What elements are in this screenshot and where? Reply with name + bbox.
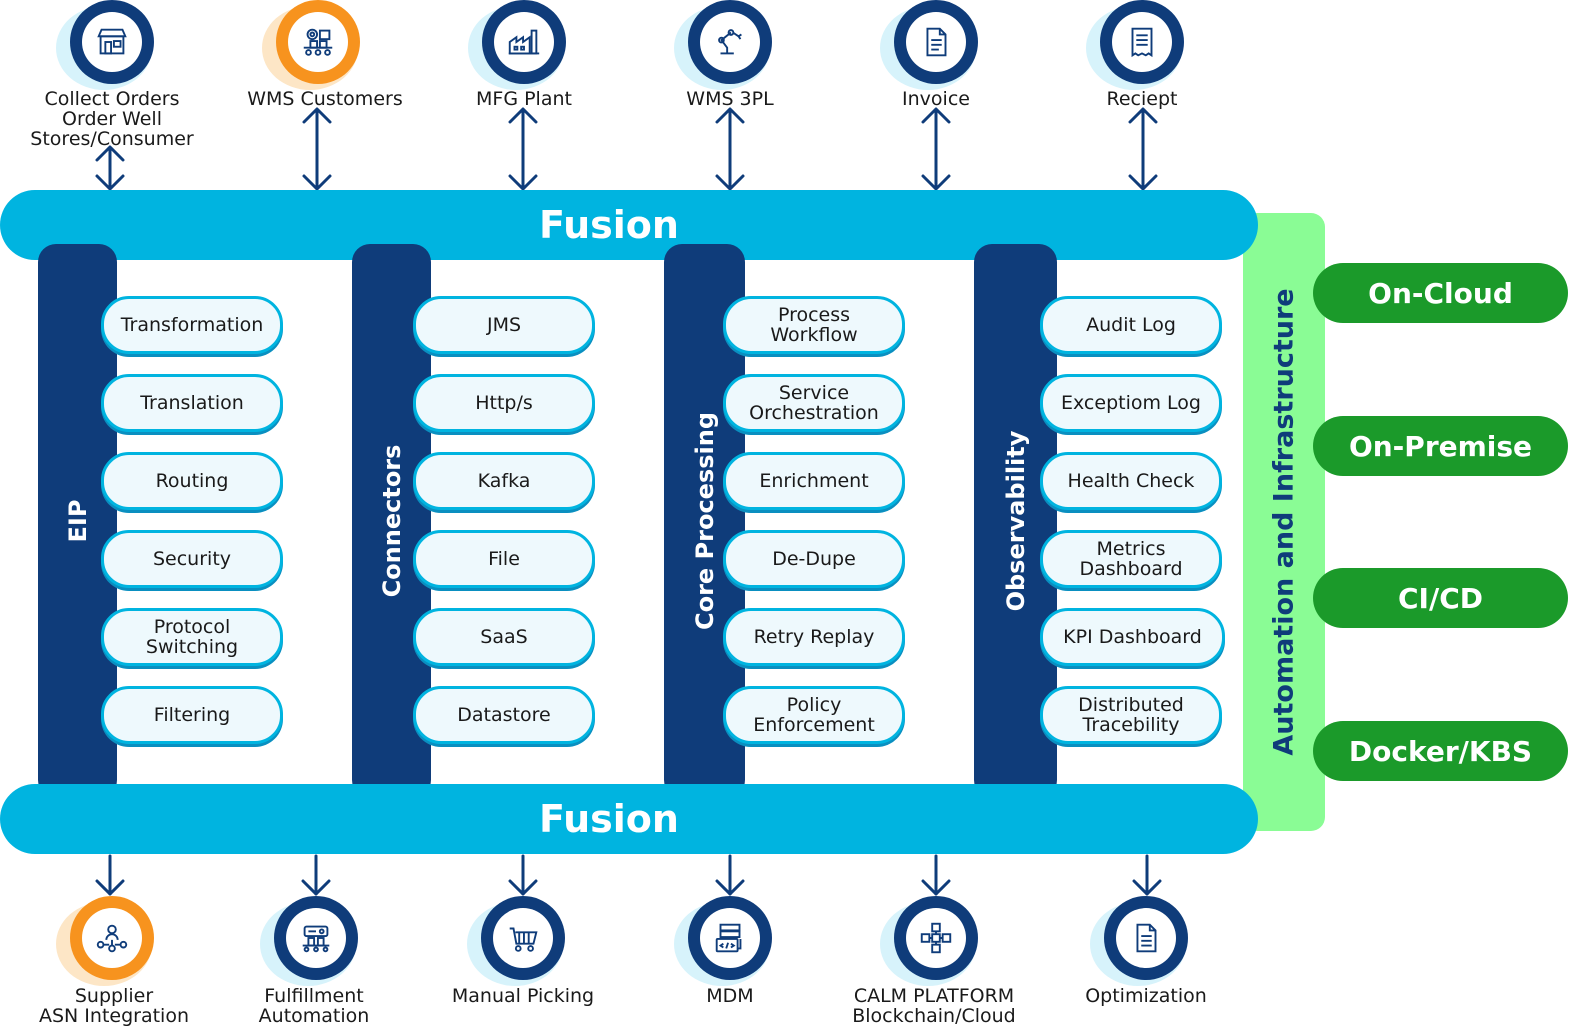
- top-node-label: Invoice: [902, 88, 970, 110]
- eip-item: Filtering: [101, 686, 283, 744]
- column-title: Core Processing: [690, 411, 719, 631]
- bottom-node-fulfillment: [260, 896, 370, 992]
- core-processing-item: Enrichment: [723, 452, 905, 510]
- robot-arm-icon: [700, 12, 760, 72]
- bottom-node-mdm: [674, 896, 784, 992]
- double-arrow-icon: [508, 107, 538, 191]
- observability-item: Distributed Tracebility: [1040, 686, 1222, 744]
- observability-item: KPI Dashboard: [1040, 608, 1225, 666]
- down-arrow-icon: [508, 854, 538, 896]
- eip-item: Routing: [101, 452, 283, 510]
- top-node-label: Collect Orders Order Well Stores/Consume…: [30, 88, 194, 150]
- invoice-document-icon: [906, 12, 966, 72]
- supplier-network-icon: [82, 908, 142, 968]
- factory-icon: [494, 12, 554, 72]
- picking-cart-icon: [493, 908, 553, 968]
- fusion-bar-bottom: Fusion: [0, 784, 1258, 854]
- bottom-node-label: Optimization: [1085, 985, 1207, 1007]
- automation-label: Automation and Infrastructure: [1268, 288, 1300, 756]
- deployment-on-cloud: On-Cloud: [1313, 263, 1568, 323]
- eip-item: Translation: [101, 374, 283, 432]
- automation-infrastructure-panel: Automation and Infrastructure: [1243, 213, 1325, 831]
- eip-item: Protocol Switching: [101, 608, 283, 666]
- bottom-node-calm-platform: [880, 896, 990, 992]
- connector-item: Http/s: [413, 374, 595, 432]
- connector-item: File: [413, 530, 595, 588]
- core-processing-item: De-Dupe: [723, 530, 905, 588]
- bottom-node-label: Manual Picking: [451, 985, 595, 1007]
- top-node-label: Reciept: [1106, 88, 1178, 110]
- receipt-icon: [1112, 12, 1172, 72]
- top-node-mfg-plant: [468, 0, 578, 96]
- double-arrow-icon: [1128, 107, 1158, 191]
- bottom-node-supplier: [56, 896, 166, 992]
- optimization-document-icon: [1116, 908, 1176, 968]
- deployment-ci-cd: CI/CD: [1313, 568, 1568, 628]
- connector-item: Datastore: [413, 686, 595, 744]
- top-node-label: WMS 3PL: [686, 88, 774, 110]
- fusion-bar-top: Fusion: [0, 190, 1258, 260]
- observability-item: Health Check: [1040, 452, 1222, 510]
- bottom-node-label: MDM: [706, 985, 754, 1007]
- double-arrow-icon: [302, 107, 332, 191]
- store-icon: [82, 12, 142, 72]
- bottom-node-label: Fulfillment Automation: [258, 985, 370, 1027]
- column-title: EIP: [63, 499, 92, 543]
- top-connector-arrows: [95, 107, 1158, 191]
- double-arrow-icon: [921, 107, 951, 191]
- core-processing-item: Policy Enforcement: [723, 686, 905, 744]
- bottom-node-optimization: [1090, 896, 1200, 992]
- column-title: Observability: [1001, 430, 1030, 612]
- fulfillment-machine-icon: [286, 908, 346, 968]
- observability-item: Metrics Dashboard: [1040, 530, 1222, 588]
- top-node-wms-3pl: [674, 0, 784, 96]
- down-arrow-icon: [95, 854, 125, 896]
- connector-item: SaaS: [413, 608, 595, 666]
- down-arrow-icon: [715, 854, 745, 896]
- double-arrow-icon: [95, 145, 125, 191]
- observability-item: Exceptiom Log: [1040, 374, 1222, 432]
- top-node-reciept: [1086, 0, 1196, 96]
- down-arrow-icon: [921, 854, 951, 896]
- core-processing-item: Process Workflow: [723, 296, 905, 354]
- top-node-invoice: [880, 0, 990, 96]
- bottom-node-manual-picking: [467, 896, 577, 992]
- down-arrow-icon: [301, 854, 331, 896]
- bottom-connector-arrows: [95, 854, 1162, 896]
- blockchain-icon: [906, 908, 966, 968]
- core-processing-item: Retry Replay: [723, 608, 905, 666]
- eip-item: Transformation: [101, 296, 283, 354]
- conveyor-gear-icon: [288, 12, 348, 72]
- bottom-node-label: CALM PLATFORM Blockchain/Cloud: [852, 985, 1016, 1027]
- fusion-bottom-label: Fusion: [539, 797, 679, 841]
- core-processing-item: Service Orchestration: [723, 374, 905, 432]
- top-node-wms-customers: [262, 0, 372, 96]
- connector-item: Kafka: [413, 452, 595, 510]
- connector-item: JMS: [413, 296, 595, 354]
- down-arrow-icon: [1132, 854, 1162, 896]
- top-node-collect-orders: [56, 0, 166, 96]
- deployment-docker-kbs: Docker/KBS: [1313, 721, 1568, 781]
- column-title: Connectors: [377, 444, 406, 598]
- double-arrow-icon: [715, 107, 745, 191]
- eip-item: Security: [101, 530, 283, 588]
- observability-item: Audit Log: [1040, 296, 1222, 354]
- top-node-label: MFG Plant: [476, 88, 572, 110]
- bottom-node-label: Supplier ASN Integration: [38, 985, 189, 1027]
- fusion-top-label: Fusion: [539, 203, 679, 247]
- deployment-on-premise: On-Premise: [1313, 416, 1568, 476]
- top-node-label: WMS Customers: [247, 88, 403, 110]
- server-code-icon: [700, 908, 760, 968]
